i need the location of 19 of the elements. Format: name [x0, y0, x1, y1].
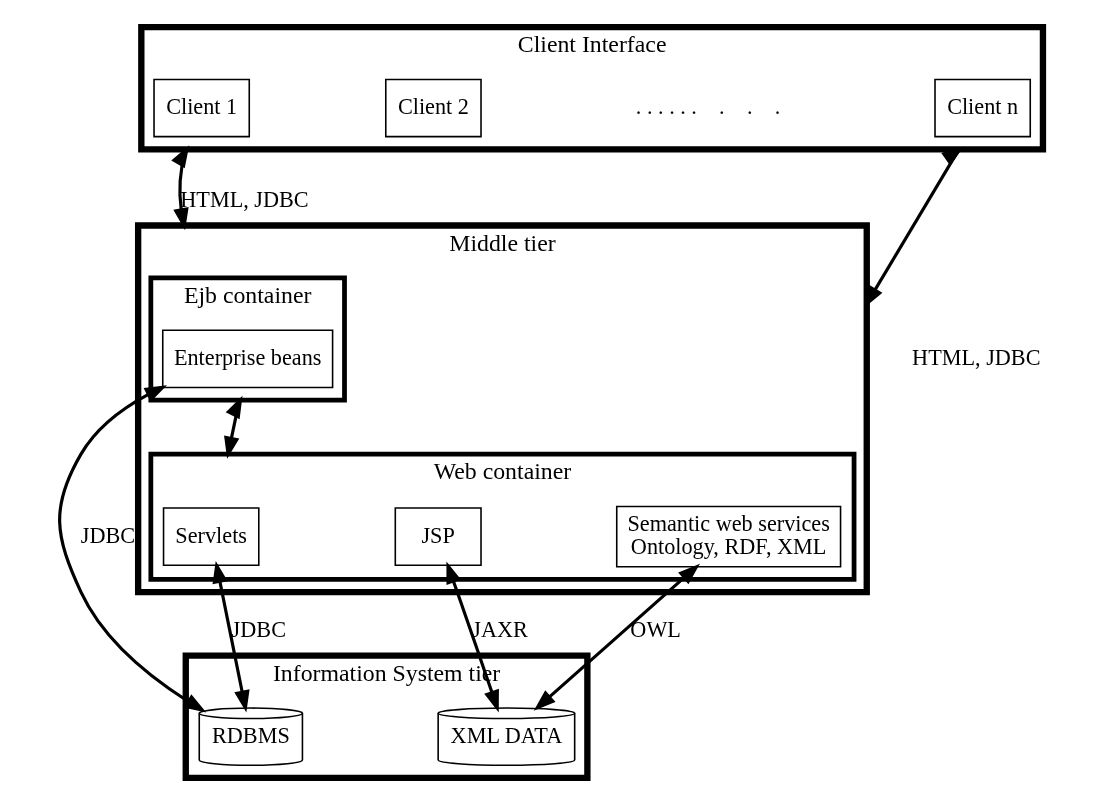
node-box: Client 1: [152, 78, 250, 138]
arrow: [223, 395, 242, 459]
edge-label: JDBC: [231, 616, 286, 642]
node-box: Client 2: [384, 78, 482, 138]
node-box: Semantic web services Ontology, RDF, XML: [615, 505, 841, 568]
edge-label: HTML, JDBC: [911, 344, 1040, 370]
arrow: [212, 560, 250, 713]
node-box: Client n: [933, 78, 1031, 138]
arrow: [170, 145, 189, 231]
node-box: Enterprise beans: [161, 329, 333, 389]
arrow: [57, 385, 206, 713]
edge-label: JAXR: [471, 616, 528, 642]
node-box: JSP: [394, 507, 482, 566]
edge-label: OWL: [629, 616, 681, 642]
edge-label: JDBC: [80, 522, 135, 548]
label: . . . . . . . . .: [635, 93, 780, 119]
node-box: Servlets: [162, 507, 260, 566]
arrow: [533, 563, 700, 711]
arrow: [445, 561, 499, 713]
